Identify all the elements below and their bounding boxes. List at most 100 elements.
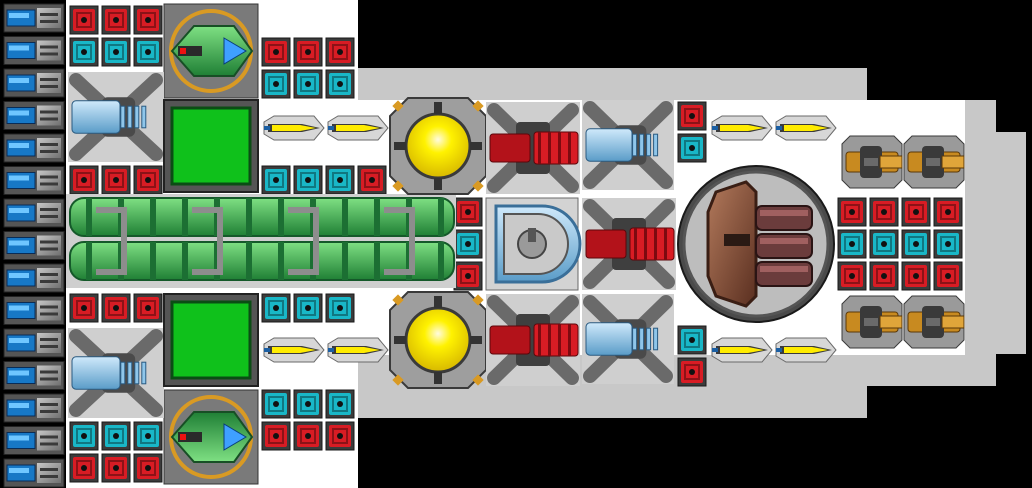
red-block-icon[interactable] [837,197,867,227]
red-block-icon[interactable] [293,37,323,67]
cyan-block-icon[interactable] [261,165,291,195]
red-block-icon[interactable] [453,261,483,291]
red-block-icon[interactable] [133,293,163,323]
red-block-icon[interactable] [69,293,99,323]
ion-engine-icon[interactable] [582,294,674,384]
orange-gun-icon[interactable] [841,295,903,349]
red-block-icon[interactable] [869,261,899,291]
yellow-missile-icon[interactable] [327,115,389,141]
red-block-icon[interactable] [69,165,99,195]
thruster-icon[interactable] [3,458,65,488]
red-block-icon[interactable] [357,165,387,195]
cyan-block-icon[interactable] [837,229,867,259]
ion-engine-icon[interactable] [68,328,164,418]
cyan-block-icon[interactable] [677,133,707,163]
heavy-cannon-icon[interactable] [677,165,835,323]
thruster-icon[interactable] [3,296,65,325]
cyan-block-icon[interactable] [933,229,963,259]
reactor-icon[interactable] [389,291,487,389]
orange-gun-icon[interactable] [903,295,965,349]
red-block-icon[interactable] [677,357,707,387]
red-block-icon[interactable] [101,293,131,323]
red-block-icon[interactable] [133,5,163,35]
cyan-block-icon[interactable] [133,421,163,451]
thruster-icon[interactable] [3,3,65,33]
thruster-icon[interactable] [3,231,65,260]
orange-gun-icon[interactable] [841,135,903,189]
red-engine-icon[interactable] [486,102,580,194]
red-block-icon[interactable] [261,37,291,67]
thruster-icon[interactable] [3,166,65,195]
red-block-icon[interactable] [69,453,99,483]
cyan-block-icon[interactable] [69,421,99,451]
thruster-icon[interactable] [3,198,65,228]
red-block-icon[interactable] [837,261,867,291]
ion-engine-icon[interactable] [582,100,674,190]
red-engine-icon[interactable] [582,198,676,290]
thruster-icon[interactable] [3,393,65,423]
red-engine-icon[interactable] [486,294,580,386]
cyan-block-icon[interactable] [293,165,323,195]
cyan-block-icon[interactable] [293,389,323,419]
red-block-icon[interactable] [101,5,131,35]
yellow-missile-icon[interactable] [775,337,837,363]
thruster-icon[interactable] [3,36,65,65]
red-block-icon[interactable] [901,197,931,227]
red-block-icon[interactable] [869,197,899,227]
green-panel-icon[interactable] [163,99,259,193]
thruster-icon[interactable] [3,328,65,358]
cyan-block-icon[interactable] [261,69,291,99]
red-block-icon[interactable] [69,5,99,35]
thruster-icon[interactable] [3,68,65,98]
thruster-icon[interactable] [3,263,65,293]
yellow-missile-icon[interactable] [327,337,389,363]
cyan-block-icon[interactable] [101,37,131,67]
green-pipe-icon[interactable] [66,194,456,288]
red-block-icon[interactable] [101,165,131,195]
cyan-block-icon[interactable] [293,293,323,323]
red-block-icon[interactable] [261,421,291,451]
yellow-missile-icon[interactable] [263,115,325,141]
red-block-icon[interactable] [293,421,323,451]
cyan-block-icon[interactable] [901,229,931,259]
cyan-block-icon[interactable] [869,229,899,259]
yellow-missile-icon[interactable] [711,337,773,363]
red-block-icon[interactable] [325,421,355,451]
orange-gun-icon[interactable] [903,135,965,189]
cyan-block-icon[interactable] [133,37,163,67]
red-block-icon[interactable] [325,37,355,67]
cyan-block-icon[interactable] [261,293,291,323]
red-block-icon[interactable] [901,261,931,291]
red-block-icon[interactable] [133,453,163,483]
thruster-icon[interactable] [3,133,65,163]
thruster-icon[interactable] [3,361,65,390]
red-block-icon[interactable] [677,101,707,131]
cyan-block-icon[interactable] [453,229,483,259]
red-block-icon[interactable] [933,261,963,291]
green-panel-icon[interactable] [163,293,259,387]
yellow-missile-icon[interactable] [263,337,325,363]
cyan-block-icon[interactable] [293,69,323,99]
red-block-icon[interactable] [933,197,963,227]
cockpit-icon[interactable] [163,3,259,99]
shield-dome-icon[interactable] [485,197,582,291]
yellow-missile-icon[interactable] [711,115,773,141]
red-block-icon[interactable] [101,453,131,483]
thruster-icon[interactable] [3,101,65,130]
red-block-icon[interactable] [133,165,163,195]
yellow-missile-icon[interactable] [775,115,837,141]
cyan-block-icon[interactable] [325,165,355,195]
hull-tip [990,132,1026,354]
cyan-block-icon[interactable] [325,69,355,99]
cyan-block-icon[interactable] [325,293,355,323]
cyan-block-icon[interactable] [261,389,291,419]
cockpit-icon[interactable] [163,389,259,485]
reactor-icon[interactable] [389,97,487,195]
cyan-block-icon[interactable] [101,421,131,451]
thruster-icon[interactable] [3,426,65,455]
ion-engine-icon[interactable] [68,72,164,162]
cyan-block-icon[interactable] [677,325,707,355]
red-block-icon[interactable] [453,197,483,227]
cyan-block-icon[interactable] [69,37,99,67]
cyan-block-icon[interactable] [325,389,355,419]
